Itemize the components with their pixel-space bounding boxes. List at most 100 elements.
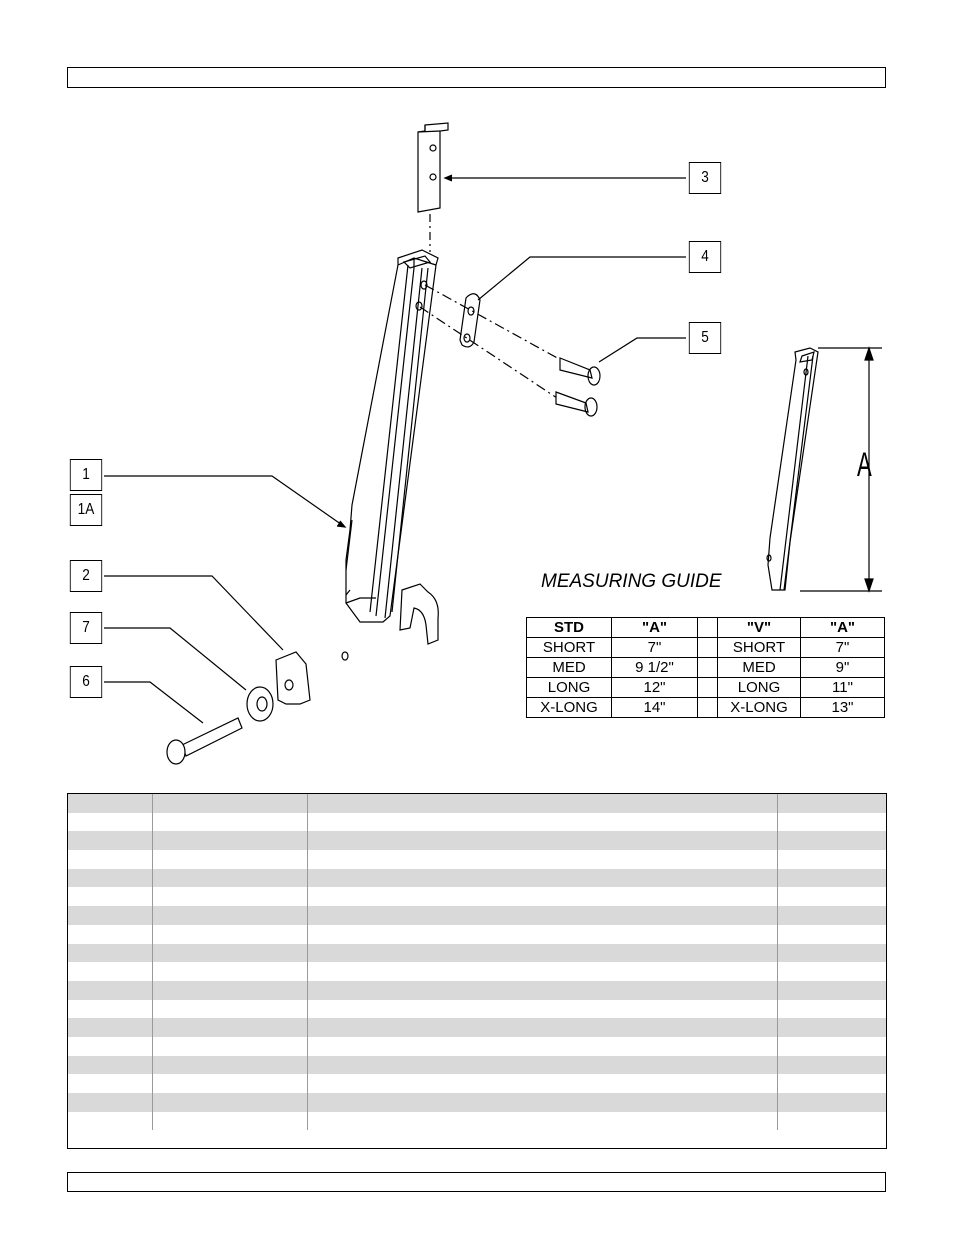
parts-table-row [68, 980, 886, 1000]
measuring-guide-post [766, 347, 819, 591]
parts-table-cell [778, 981, 886, 1000]
part-6-bolt [166, 717, 243, 765]
parts-table-row [68, 906, 886, 925]
parts-table-cell [68, 980, 153, 1000]
parts-table-cell [68, 1018, 153, 1037]
part-4-plate [459, 293, 481, 348]
callout-4: 4 [688, 241, 722, 273]
parts-table-cell [308, 887, 778, 907]
parts-table-cell [68, 887, 153, 907]
parts-table-row [68, 1093, 886, 1112]
parts-table-row [68, 1055, 886, 1075]
part-5-screws [555, 357, 601, 417]
parts-table-cell [153, 868, 308, 888]
spacer [697, 617, 718, 638]
callout-2: 2 [69, 560, 103, 592]
parts-table-row [68, 812, 886, 832]
parts-table-cell [153, 962, 308, 981]
part-1-post [341, 249, 439, 661]
callout-1a: 1A [69, 494, 103, 526]
parts-table-row [68, 999, 886, 1019]
cell: 12" [611, 677, 698, 698]
parts-table-cell [778, 925, 886, 944]
parts-table-cell [153, 980, 308, 1000]
parts-table-cell [308, 812, 778, 832]
parts-table-cell [778, 1093, 886, 1112]
parts-table-cell [153, 1111, 308, 1131]
parts-table-cell [308, 1093, 778, 1112]
parts-table-cell [308, 999, 778, 1019]
parts-table-cell [68, 794, 153, 813]
cell: 13" [800, 697, 885, 718]
parts-table-cell [308, 962, 778, 981]
parts-table-cell [153, 794, 308, 813]
callout-6: 6 [69, 666, 103, 698]
cell: SHORT [717, 637, 801, 658]
cell: X-LONG [526, 697, 612, 718]
callout-1: 1 [69, 459, 103, 491]
part-2-clip-left [275, 651, 311, 705]
header-a-std: "A" [611, 617, 698, 638]
cell: MED [717, 657, 801, 678]
parts-table-cell [68, 906, 153, 925]
parts-list-table [67, 793, 887, 1149]
parts-table-cell [153, 831, 308, 851]
parts-table-cell [308, 1111, 778, 1131]
guide-header-row: STD "A" "V" "A" [526, 617, 885, 638]
parts-table-row [68, 887, 886, 907]
parts-table-cell [153, 1093, 308, 1112]
parts-table-row [68, 943, 886, 963]
parts-table-row [68, 1018, 886, 1037]
parts-table-cell [778, 1018, 886, 1037]
parts-table-cell [778, 850, 886, 869]
parts-table-cell [308, 868, 778, 888]
cell: 9" [800, 657, 885, 678]
part-2-clip-right [399, 583, 439, 645]
header-std: STD [526, 617, 612, 638]
parts-table-cell [778, 1074, 886, 1093]
parts-table-cell [153, 906, 308, 925]
parts-table-cell [68, 962, 153, 981]
parts-table-cell [68, 1036, 153, 1056]
parts-table-cell [308, 850, 778, 869]
parts-table-row [68, 850, 886, 869]
parts-table-cell [778, 1056, 886, 1075]
parts-table-row [68, 868, 886, 888]
parts-table-cell [308, 1036, 778, 1056]
cell: LONG [526, 677, 612, 698]
parts-table-cell [68, 1055, 153, 1075]
cell: X-LONG [717, 697, 801, 718]
footer-bar [67, 1172, 886, 1192]
parts-table-cell [308, 1018, 778, 1037]
header-v: "V" [717, 617, 801, 638]
parts-table-row [68, 1111, 886, 1131]
parts-table-cell [68, 999, 153, 1019]
parts-table-cell [308, 924, 778, 944]
parts-table-cell [153, 999, 308, 1019]
parts-table-cell [153, 812, 308, 832]
cell: SHORT [526, 637, 612, 658]
parts-table-cell [778, 887, 886, 906]
parts-table-cell [153, 924, 308, 944]
parts-table-cell [308, 906, 778, 925]
parts-table-cell [778, 869, 886, 888]
parts-table-cell [153, 1074, 308, 1093]
parts-table-cell [68, 1111, 153, 1131]
part-3-insert [417, 122, 449, 213]
cell: 7" [611, 637, 698, 658]
parts-table-cell [68, 1074, 153, 1093]
header-a-v: "A" [800, 617, 885, 638]
parts-table-cell [153, 1018, 308, 1037]
cell: LONG [717, 677, 801, 698]
guide-row: SHORT 7" SHORT 7" [526, 637, 885, 658]
parts-table-cell [308, 1074, 778, 1093]
parts-table-row [68, 962, 886, 981]
parts-table-row [68, 794, 886, 813]
guide-row: MED 9 1/2" MED 9" [526, 657, 885, 678]
parts-table-cell [778, 794, 886, 813]
callout-7: 7 [69, 612, 103, 644]
parts-table-cell [308, 794, 778, 813]
guide-row: LONG 12" LONG 11" [526, 677, 885, 698]
parts-table-cell [778, 1000, 886, 1019]
cell: MED [526, 657, 612, 678]
